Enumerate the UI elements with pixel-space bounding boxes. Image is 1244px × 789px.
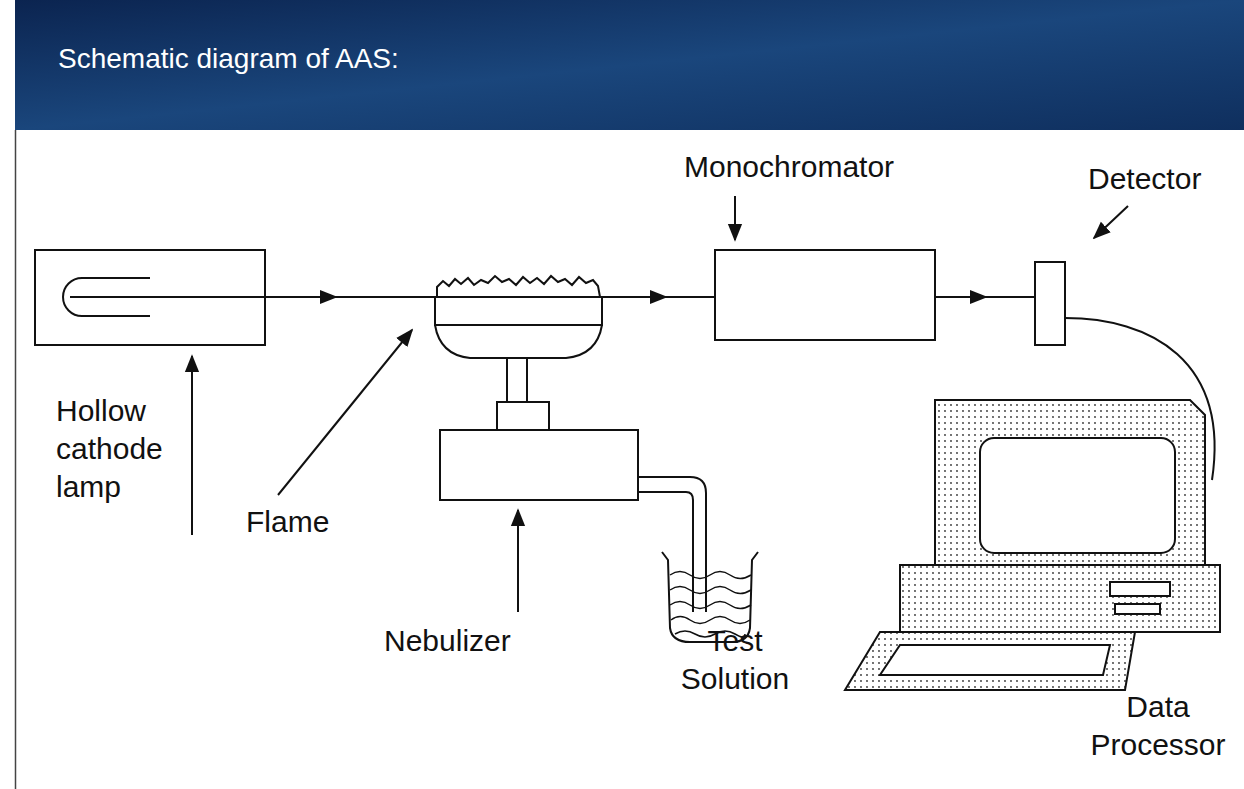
callout-arrow	[517, 510, 519, 612]
solution-wave	[671, 617, 750, 624]
part-label: Data Processor	[1078, 688, 1238, 764]
monochromator-box	[715, 250, 935, 340]
monitor	[935, 400, 1205, 580]
keyboard-keys	[880, 645, 1110, 675]
part-label: Hollow cathode lamp	[56, 392, 186, 506]
solution-wave	[670, 587, 751, 594]
capillary-tube	[638, 492, 693, 612]
disk-slot	[1115, 604, 1160, 614]
callout-arrow	[278, 330, 412, 495]
callout-arrow	[191, 356, 193, 535]
flame	[437, 276, 600, 297]
disk-slot	[1110, 582, 1170, 596]
solution-wave	[670, 602, 751, 609]
burner-stem	[526, 358, 528, 402]
header-band	[15, 0, 1244, 130]
system-unit	[900, 565, 1220, 632]
part-label: Detector	[1088, 160, 1201, 198]
part-label: Flame	[246, 503, 329, 541]
nebulizer-neck	[497, 402, 549, 430]
monitor-screen	[980, 438, 1175, 553]
burner-chamber	[435, 325, 602, 358]
part-label: Test Solution	[660, 622, 810, 698]
light-beam	[70, 296, 715, 298]
slide-title: Schematic diagram of AAS:	[58, 42, 399, 76]
light-beam	[935, 296, 1035, 298]
solution-wave	[670, 572, 751, 579]
nebulizer	[440, 430, 638, 500]
capillary-tube	[638, 477, 706, 612]
beam-arrow	[950, 296, 986, 298]
frame-line	[15, 130, 17, 789]
burner-stem	[506, 358, 508, 402]
callout-arrow	[1094, 206, 1128, 238]
callout-arrow	[734, 196, 736, 240]
burner-head	[435, 297, 602, 325]
detector-box	[1035, 262, 1065, 345]
beam-arrow	[300, 296, 336, 298]
beam-arrow	[630, 296, 666, 298]
keyboard	[845, 632, 1135, 690]
part-label: Monochromator	[684, 148, 894, 186]
part-label: Nebulizer	[384, 622, 511, 660]
